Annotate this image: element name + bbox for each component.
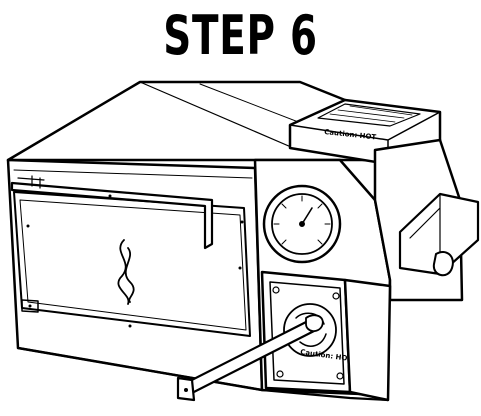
removal-tool[interactable] bbox=[176, 314, 324, 402]
step-title: STEP 6 bbox=[163, 4, 318, 67]
flame-logo-icon bbox=[117, 239, 135, 305]
fan-box: Caution: HOT bbox=[288, 98, 442, 166]
temperature-gauge-icon bbox=[262, 184, 342, 264]
door-handle[interactable] bbox=[10, 181, 214, 250]
door-screws bbox=[26, 194, 244, 328]
